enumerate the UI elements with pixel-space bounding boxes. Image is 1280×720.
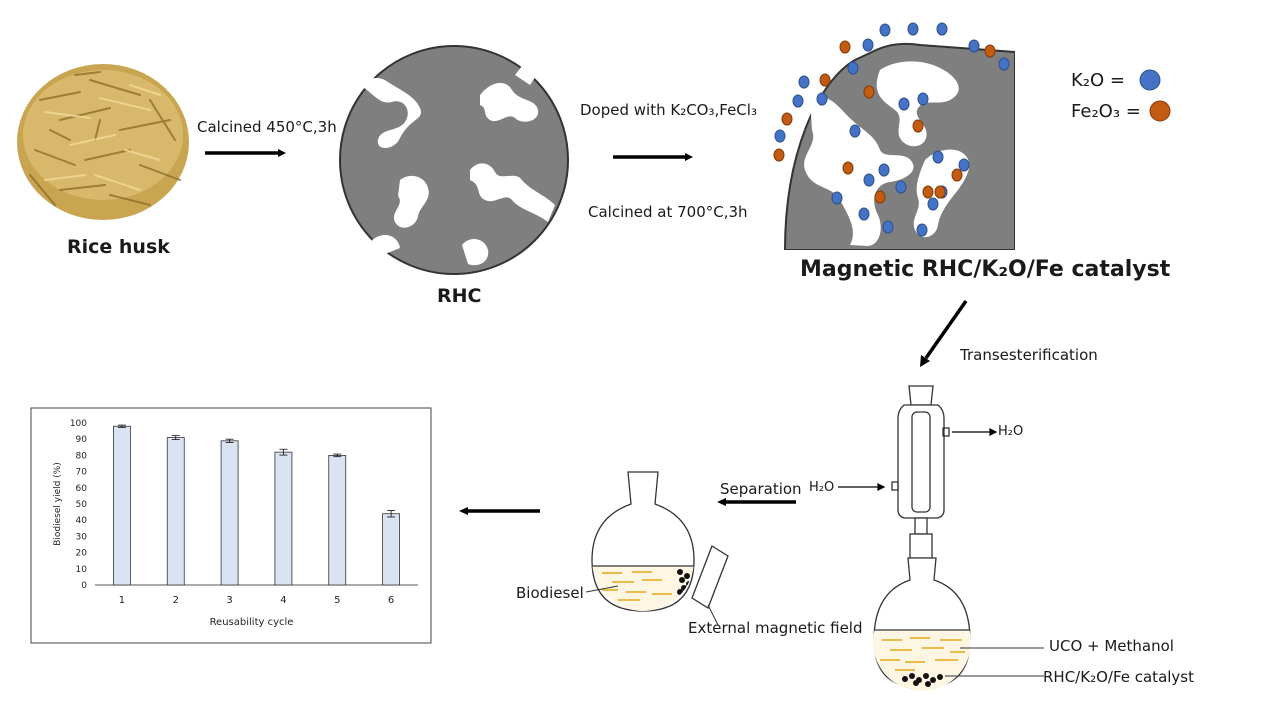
- x-tick-label: 1: [119, 595, 125, 606]
- y-tick-label: 10: [76, 565, 88, 575]
- y-tick-label: 100: [70, 419, 87, 429]
- leader-lines: [945, 647, 1044, 677]
- bar: [328, 454, 347, 586]
- bar: [382, 513, 400, 586]
- y-tick-label: 40: [76, 516, 88, 526]
- x-tick-label: 5: [334, 595, 340, 606]
- calcine2-step-label: Calcined at 700°C,3h: [588, 203, 748, 221]
- arrow-separation: [717, 498, 796, 506]
- arrow-calcine: [205, 149, 286, 157]
- bar: [113, 425, 131, 586]
- magnet: [585, 545, 729, 626]
- rice-husk-image: [17, 64, 189, 220]
- water-in-label: H₂O: [809, 480, 835, 495]
- legend-k2o-dot: [1139, 69, 1161, 91]
- water-out-label: H₂O: [998, 424, 1024, 439]
- separation-label: Separation: [720, 480, 802, 498]
- y-tick-label: 20: [76, 549, 88, 559]
- arrow-transesterification: [920, 299, 968, 367]
- y-tick-label: 60: [76, 484, 88, 494]
- y-tick-label: 90: [76, 435, 88, 445]
- catalyst-beads-label: RHC/K₂O/Fe catalyst: [1043, 668, 1194, 686]
- y-axis-label: Biodiesel yield (%): [53, 462, 63, 546]
- y-tick-label: 0: [81, 581, 87, 591]
- x-axis-label: Reusability cycle: [210, 617, 294, 628]
- bar: [220, 440, 239, 586]
- rhc-label: RHC: [437, 285, 482, 307]
- magnetic-field-label: External magnetic field: [688, 619, 863, 637]
- x-tick-label: 3: [226, 595, 232, 606]
- y-tick-label: 80: [76, 451, 88, 461]
- catalyst-title: Magnetic RHC/K₂O/Fe catalyst: [800, 257, 1171, 282]
- arrow-dope: [613, 153, 693, 161]
- x-tick-label: 2: [173, 595, 179, 606]
- uco-methanol-label: UCO + Methanol: [1049, 637, 1174, 655]
- x-tick-label: 4: [280, 595, 286, 606]
- x-tick-label: 6: [388, 595, 394, 606]
- rice-husk-label: Rice husk: [67, 236, 170, 258]
- y-tick-label: 30: [76, 532, 88, 542]
- legend-fe2o3-dot: [1149, 100, 1171, 122]
- bar: [274, 451, 293, 586]
- fe2o3-particles: [773, 40, 996, 204]
- water-arrows: [838, 428, 998, 491]
- y-tick-label: 70: [76, 468, 88, 478]
- arrow-to-chart: [459, 507, 540, 515]
- calcine-step-label: Calcined 450°C,3h: [197, 118, 337, 136]
- doping-step-label: Doped with K₂CO₃,FeCl₃: [580, 101, 757, 119]
- biodiesel-label: Biodiesel: [516, 584, 584, 602]
- transesterification-label: Transesterification: [960, 346, 1098, 364]
- legend-k2o-label: K₂O =: [1071, 70, 1125, 91]
- y-tick-label: 50: [76, 500, 88, 510]
- bar: [166, 437, 185, 586]
- rhc-porous-carbon: [339, 45, 569, 275]
- legend-fe2o3-label: Fe₂O₃ =: [1071, 101, 1141, 122]
